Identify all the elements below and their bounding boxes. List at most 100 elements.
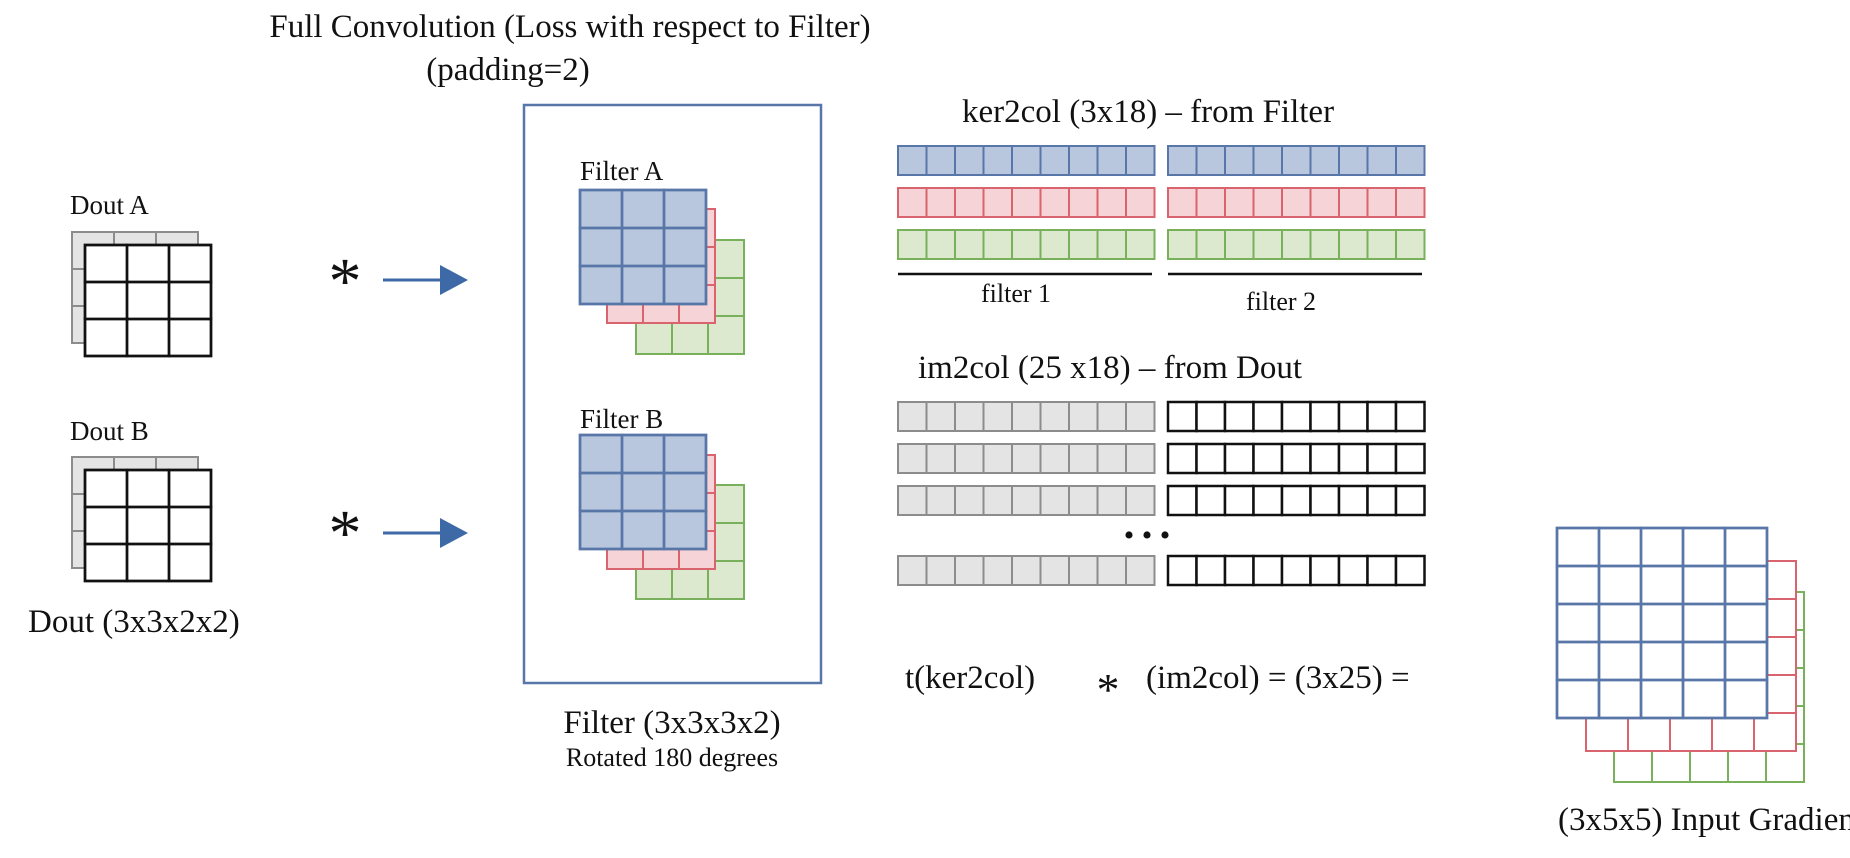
dout-caption: Dout (3x3x2x2) xyxy=(28,604,240,640)
im2col-row-0-black-cell xyxy=(1309,400,1341,433)
im2col-row-3-black-cell xyxy=(1280,554,1312,587)
ker2col-green-row-group2-cell xyxy=(1366,229,1397,260)
im2col-row-3-black-cell xyxy=(1366,554,1398,587)
filter-b-green-cell xyxy=(707,560,745,600)
im2col-row-2-gray-cell xyxy=(982,485,1013,516)
ker2col-blue-row-group2-cell xyxy=(1252,145,1283,176)
im2col-row-1-black-cell xyxy=(1223,442,1255,475)
ker2col-red-row-group1-cell xyxy=(1068,187,1099,218)
im2col-ellipsis: • • • xyxy=(1124,519,1171,552)
im2col-row-0-black-cell xyxy=(1195,400,1227,433)
im2col-row-1-gray-cell xyxy=(1068,443,1099,474)
dout-b-front-cell xyxy=(167,542,213,583)
im2col-row-3-black-cell xyxy=(1309,554,1341,587)
im2col-row-2-gray-cell xyxy=(1125,485,1156,516)
im2col-row-0-gray-cell xyxy=(897,401,928,432)
ker2col-blue-row-group2-cell xyxy=(1309,145,1340,176)
input-gradient-blue-cell xyxy=(1723,678,1769,720)
ker2col-blue-row-group1-cell xyxy=(1096,145,1127,176)
ker2col-red-row-group2-cell xyxy=(1252,187,1283,218)
im2col-row-2-gray-cell xyxy=(925,485,956,516)
dout-a-label: Dout A xyxy=(70,190,149,220)
im2col-row-1-black-cell xyxy=(1309,442,1341,475)
ker2col-green-row-group2-cell xyxy=(1252,229,1283,260)
diagram-title-line1: Full Convolution (Loss with respect to F… xyxy=(269,9,870,45)
input-gradient-caption: (3x5x5) Input Gradient xyxy=(1558,802,1850,838)
filter-a-stack xyxy=(578,188,745,355)
dout-b-stack xyxy=(71,456,213,583)
im2col-row-3-black-cell xyxy=(1166,554,1198,587)
equation-left: t(ker2col) xyxy=(905,660,1035,696)
ker2col-green-row-group2-cell xyxy=(1281,229,1312,260)
im2col-row-1-black-cell xyxy=(1337,442,1369,475)
im2col-row-2-gray-cell xyxy=(1039,485,1070,516)
filter2-label: filter 2 xyxy=(1246,287,1316,316)
ker2col-green-row-group1-cell xyxy=(982,229,1013,260)
ker2col-blue-row-group1-cell xyxy=(1125,145,1156,176)
ker2col-blue-row-group1-cell xyxy=(1011,145,1042,176)
im2col-row-3-gray-cell xyxy=(1125,555,1156,586)
filter-a-blue-cell xyxy=(662,264,708,306)
im2col-row-2-black-cell xyxy=(1366,484,1398,517)
im2col-title: im2col (25 x18) – from Dout xyxy=(918,350,1302,386)
ker2col-red-row-group1-cell xyxy=(982,187,1013,218)
filter-caption: Filter (3x3x3x2) xyxy=(563,705,780,741)
ker2col-green-row-group1-cell xyxy=(925,229,956,260)
ker2col-green-row-group2-cell xyxy=(1167,229,1198,260)
im2col-row-3-gray-cell xyxy=(982,555,1013,586)
im2col-row-2-black-cell xyxy=(1280,484,1312,517)
ker2col-green-row-group2-cell xyxy=(1195,229,1226,260)
ker2col-blue-row-group1-cell xyxy=(897,145,928,176)
im2col-row-1-black-cell xyxy=(1166,442,1198,475)
im2col-row-0-black-cell xyxy=(1366,400,1398,433)
im2col-row-2-gray-cell xyxy=(897,485,928,516)
diagram-title-line2: (padding=2) xyxy=(426,52,589,88)
ker2col-green-row-group1-cell xyxy=(897,229,928,260)
im2col-row-3-gray-cell xyxy=(1068,555,1099,586)
filter-subcaption: Rotated 180 degrees xyxy=(566,743,778,772)
ker2col-green-row-group1-cell xyxy=(1011,229,1042,260)
ker2col-red-row-group2-cell xyxy=(1281,187,1312,218)
ker2col-green-row-group1-cell xyxy=(1068,229,1099,260)
input-gradient-stack xyxy=(1555,526,1805,783)
ker2col-red-row-group2-cell xyxy=(1309,187,1340,218)
im2col-row-1-gray-cell xyxy=(1096,443,1127,474)
im2col-row-0-black-cell xyxy=(1280,400,1312,433)
im2col-row-2-gray-cell xyxy=(1096,485,1127,516)
im2col-row-0-gray-cell xyxy=(982,401,1013,432)
im2col-row-1-gray-cell xyxy=(1039,443,1070,474)
filter-b-blue-cell xyxy=(662,509,708,551)
ker2col-green-row-group1-cell xyxy=(1125,229,1156,260)
im2col-row-2-gray-cell xyxy=(954,485,985,516)
ker2col-red-row-group1-cell xyxy=(925,187,956,218)
im2col-row-3-gray-cell xyxy=(897,555,928,586)
im2col-row-2-gray-cell xyxy=(1068,485,1099,516)
ker2col-red-row-group2-cell xyxy=(1338,187,1369,218)
ker2col-red-row-group2-cell xyxy=(1395,187,1426,218)
ker2col-red-row-group1-cell xyxy=(1125,187,1156,218)
im2col-row-0-gray-cell xyxy=(1125,401,1156,432)
im2col-row-3-gray-cell xyxy=(1011,555,1042,586)
im2col-row-1-gray-cell xyxy=(954,443,985,474)
dout-b-front-background xyxy=(83,468,213,583)
im2col-row-1-black-cell xyxy=(1394,442,1426,475)
ker2col-blue-row-group1-cell xyxy=(982,145,1013,176)
filter-b-blue-channel xyxy=(578,433,708,551)
im2col-row-2-black-cell xyxy=(1394,484,1426,517)
im2col-row-0-black-cell xyxy=(1337,400,1369,433)
im2col-row-3-gray-cell xyxy=(925,555,956,586)
ker2col-blue-row-group2-cell xyxy=(1224,145,1255,176)
im2col-row-1-black-cell xyxy=(1366,442,1398,475)
im2col-row-3-gray-cell xyxy=(954,555,985,586)
im2col-row-3-black-cell xyxy=(1252,554,1284,587)
ker2col-blue-row-group2-cell xyxy=(1338,145,1369,176)
im2col-row-0-black-cell xyxy=(1166,400,1198,433)
im2col-row-1-black-cell xyxy=(1195,442,1227,475)
im2col-row-1-black-cell xyxy=(1280,442,1312,475)
ker2col-green-row-group2-cell xyxy=(1224,229,1255,260)
ker2col-green-row-group2-cell xyxy=(1395,229,1426,260)
ker2col-red-row-group2-cell xyxy=(1366,187,1397,218)
filter1-label: filter 1 xyxy=(981,279,1051,308)
dout-b-front-grid xyxy=(83,468,213,583)
im2col-row-3-black-cell xyxy=(1394,554,1426,587)
